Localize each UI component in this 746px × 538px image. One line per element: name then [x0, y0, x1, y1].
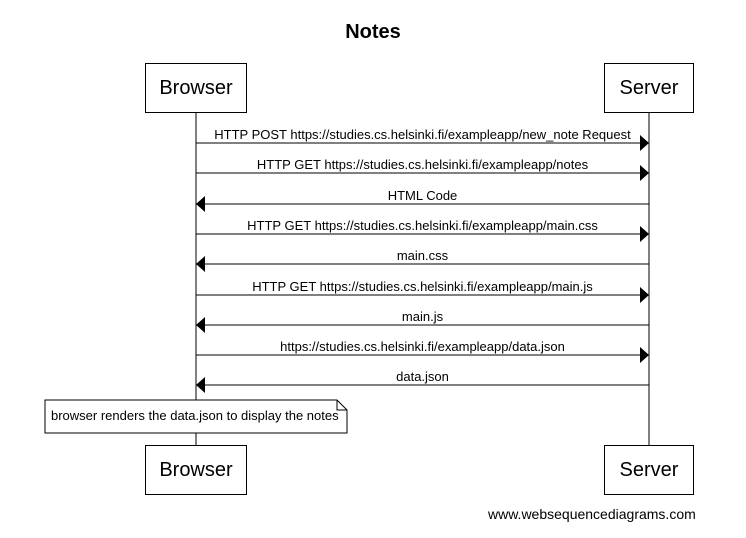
participant-browser-top: Browser — [145, 63, 247, 113]
participant-label: Browser — [159, 76, 233, 99]
participant-browser-bottom: Browser — [145, 445, 247, 495]
participant-server-bottom: Server — [604, 445, 694, 495]
arrowhead — [196, 196, 205, 212]
note: browser renders the data.json to display… — [45, 400, 347, 433]
arrowhead — [196, 377, 205, 393]
message-label: HTTP GET https://studies.cs.helsinki.fi/… — [247, 218, 598, 233]
arrowhead — [640, 135, 649, 151]
message-label: main.css — [396, 248, 449, 263]
watermark: www.websequencediagrams.com — [488, 506, 696, 522]
note-text: browser renders the data.json to display… — [51, 408, 339, 423]
arrowhead — [640, 165, 649, 181]
message-label: HTTP GET https://studies.cs.helsinki.fi/… — [252, 279, 593, 294]
message-label: HTTP GET https://studies.cs.helsinki.fi/… — [256, 157, 589, 172]
arrowhead — [196, 317, 205, 333]
participant-label: Server — [619, 76, 679, 99]
participant-label: Server — [619, 458, 679, 481]
message-label: https://studies.cs.helsinki.fi/exampleap… — [280, 339, 565, 354]
arrowhead — [196, 256, 205, 272]
message-label: main.js — [401, 309, 444, 324]
arrowhead — [640, 347, 649, 363]
arrowhead — [640, 287, 649, 303]
participant-label: Browser — [159, 458, 233, 481]
arrowhead — [640, 226, 649, 242]
message-label: HTTP POST https://studies.cs.helsinki.fi… — [214, 127, 631, 142]
note-fold — [336, 400, 347, 411]
diagram-title: Notes — [345, 21, 401, 43]
message-label: data.json — [396, 369, 449, 384]
note-shape — [44, 399, 348, 434]
participant-server-top: Server — [604, 63, 694, 113]
message-label: HTML Code — [387, 188, 458, 203]
